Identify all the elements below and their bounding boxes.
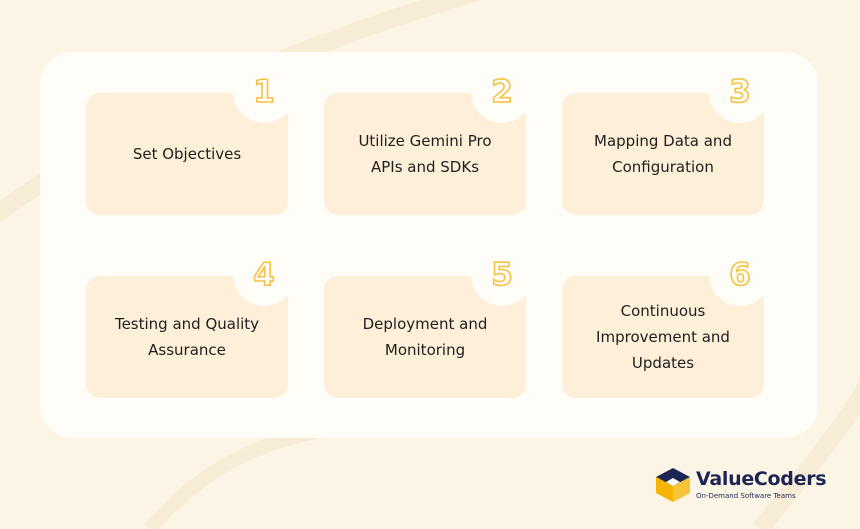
step-number-badge-1: 1: [233, 61, 295, 123]
step-label-5: Deployment and Monitoring: [362, 315, 488, 359]
step-label-3: Mapping Data and Configuration: [594, 132, 732, 176]
step-label-1: Set Objectives: [132, 145, 242, 163]
step-number-2: 2: [490, 73, 513, 111]
step-number-badge-6: 6: [709, 244, 771, 306]
valuecoders-logo: ValueCoders On-Demand Software Teams: [654, 466, 834, 506]
step-number-4: 4: [252, 256, 275, 294]
step-number-badge-4: 4: [233, 244, 295, 306]
step-card-1: Set Objectives: [86, 93, 288, 215]
step-number-3: 3: [728, 73, 751, 111]
step-number-badge-3: 3: [709, 61, 771, 123]
step-number-6: 6: [728, 256, 751, 294]
step-number-5: 5: [490, 256, 513, 294]
brand-tagline: On-Demand Software Teams: [696, 492, 796, 500]
step-number-1: 1: [252, 73, 275, 111]
step-label-6: Continuous Improvement and Updates: [596, 302, 730, 372]
step-label-4: Testing and Quality Assurance: [114, 315, 260, 359]
step-number-badge-2: 2: [471, 61, 533, 123]
brand-name: ValueCoders: [696, 468, 827, 490]
valuecoders-logo-icon: [656, 468, 690, 502]
step-card-3: Mapping Data and Configuration: [562, 93, 764, 215]
step-number-badge-5: 5: [471, 244, 533, 306]
step-label-2: Utilize Gemini Pro APIs and SDKs: [358, 132, 492, 176]
